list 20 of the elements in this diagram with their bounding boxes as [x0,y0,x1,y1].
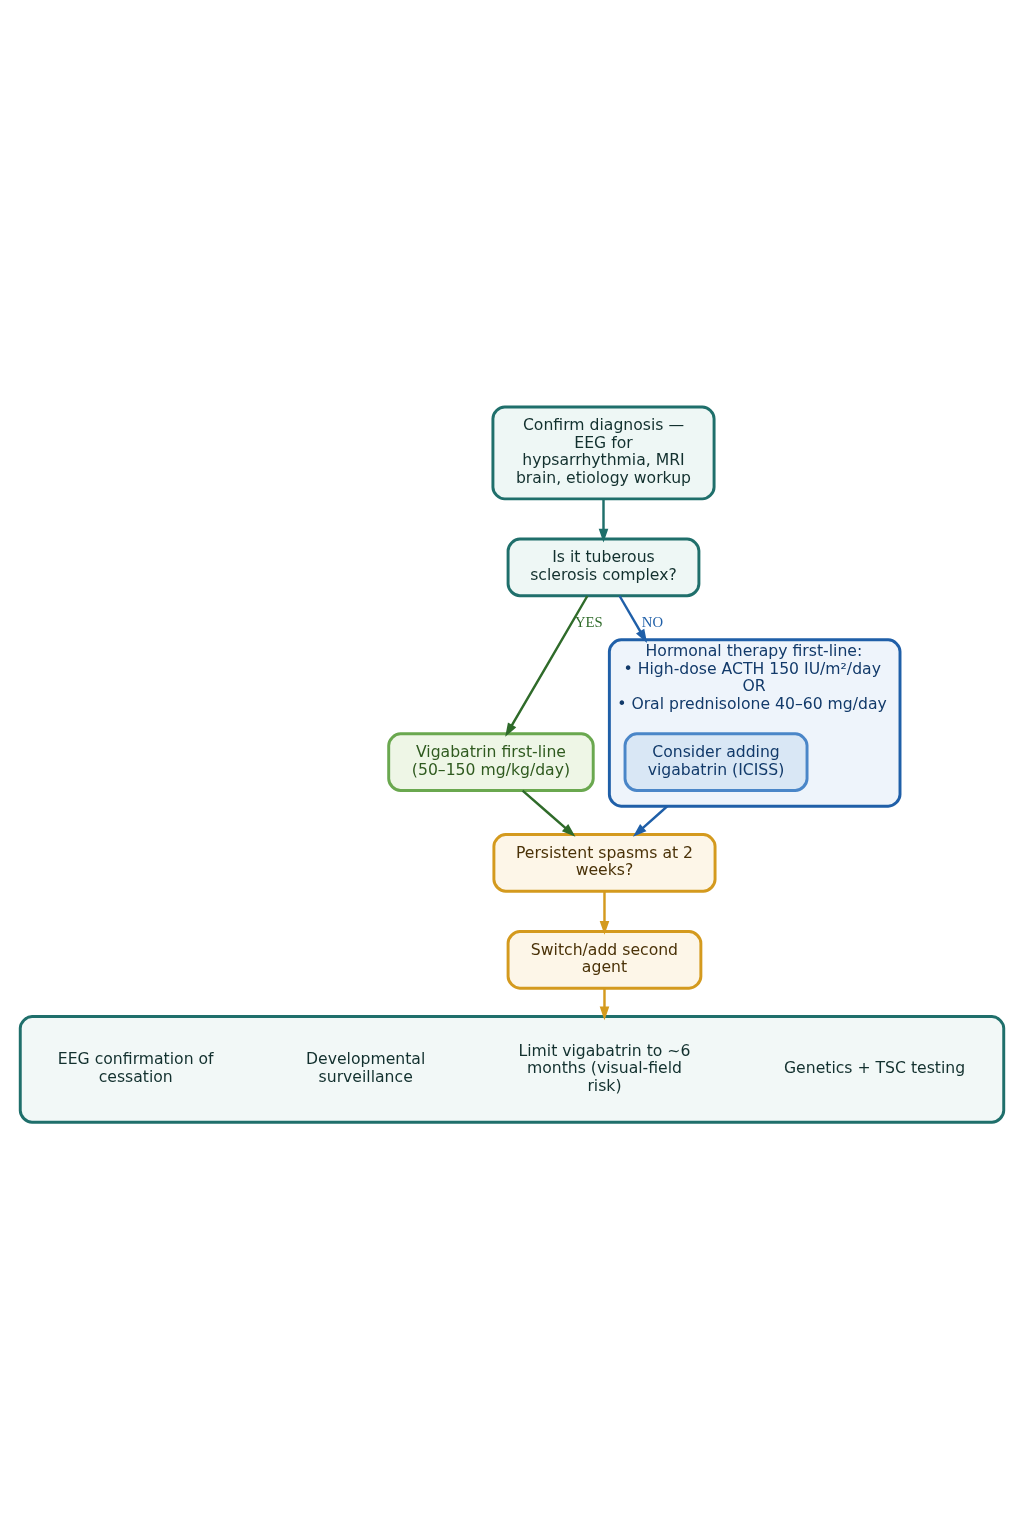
node-text: Developmental surveillance [306,1048,426,1086]
edge-label: YES [574,613,603,630]
node-box: Consider adding vigabatrin (ICISS) [623,731,809,792]
edge-label: NO [641,613,664,630]
arrow [505,594,589,737]
arrow [521,789,576,837]
arrow [598,498,609,542]
cluster [18,1014,1006,1124]
node-box: Is it tuberous sclerosis complex? [506,537,701,597]
node-box: Confirm diagnosis — EEG for hypsarrhythmia, MRI brain, etiology workup [491,404,716,500]
arrow [599,890,610,935]
node-box: Persistent spasms at 2 weeks? [492,832,717,893]
arrow [618,594,648,643]
node-box: Vigabatrin first-line (50–150 mg/kg/day) [387,731,595,792]
arrow [599,987,610,1020]
node-text: Limit vigabatrin to ~6 months (visual-field risk) [518,1040,691,1095]
node-text: EEG confirmation of cessation [57,1048,214,1086]
node-box: Switch/add second agent [506,929,703,990]
arrow [633,804,669,837]
node-text: Genetics + TSC testing [783,1057,966,1077]
